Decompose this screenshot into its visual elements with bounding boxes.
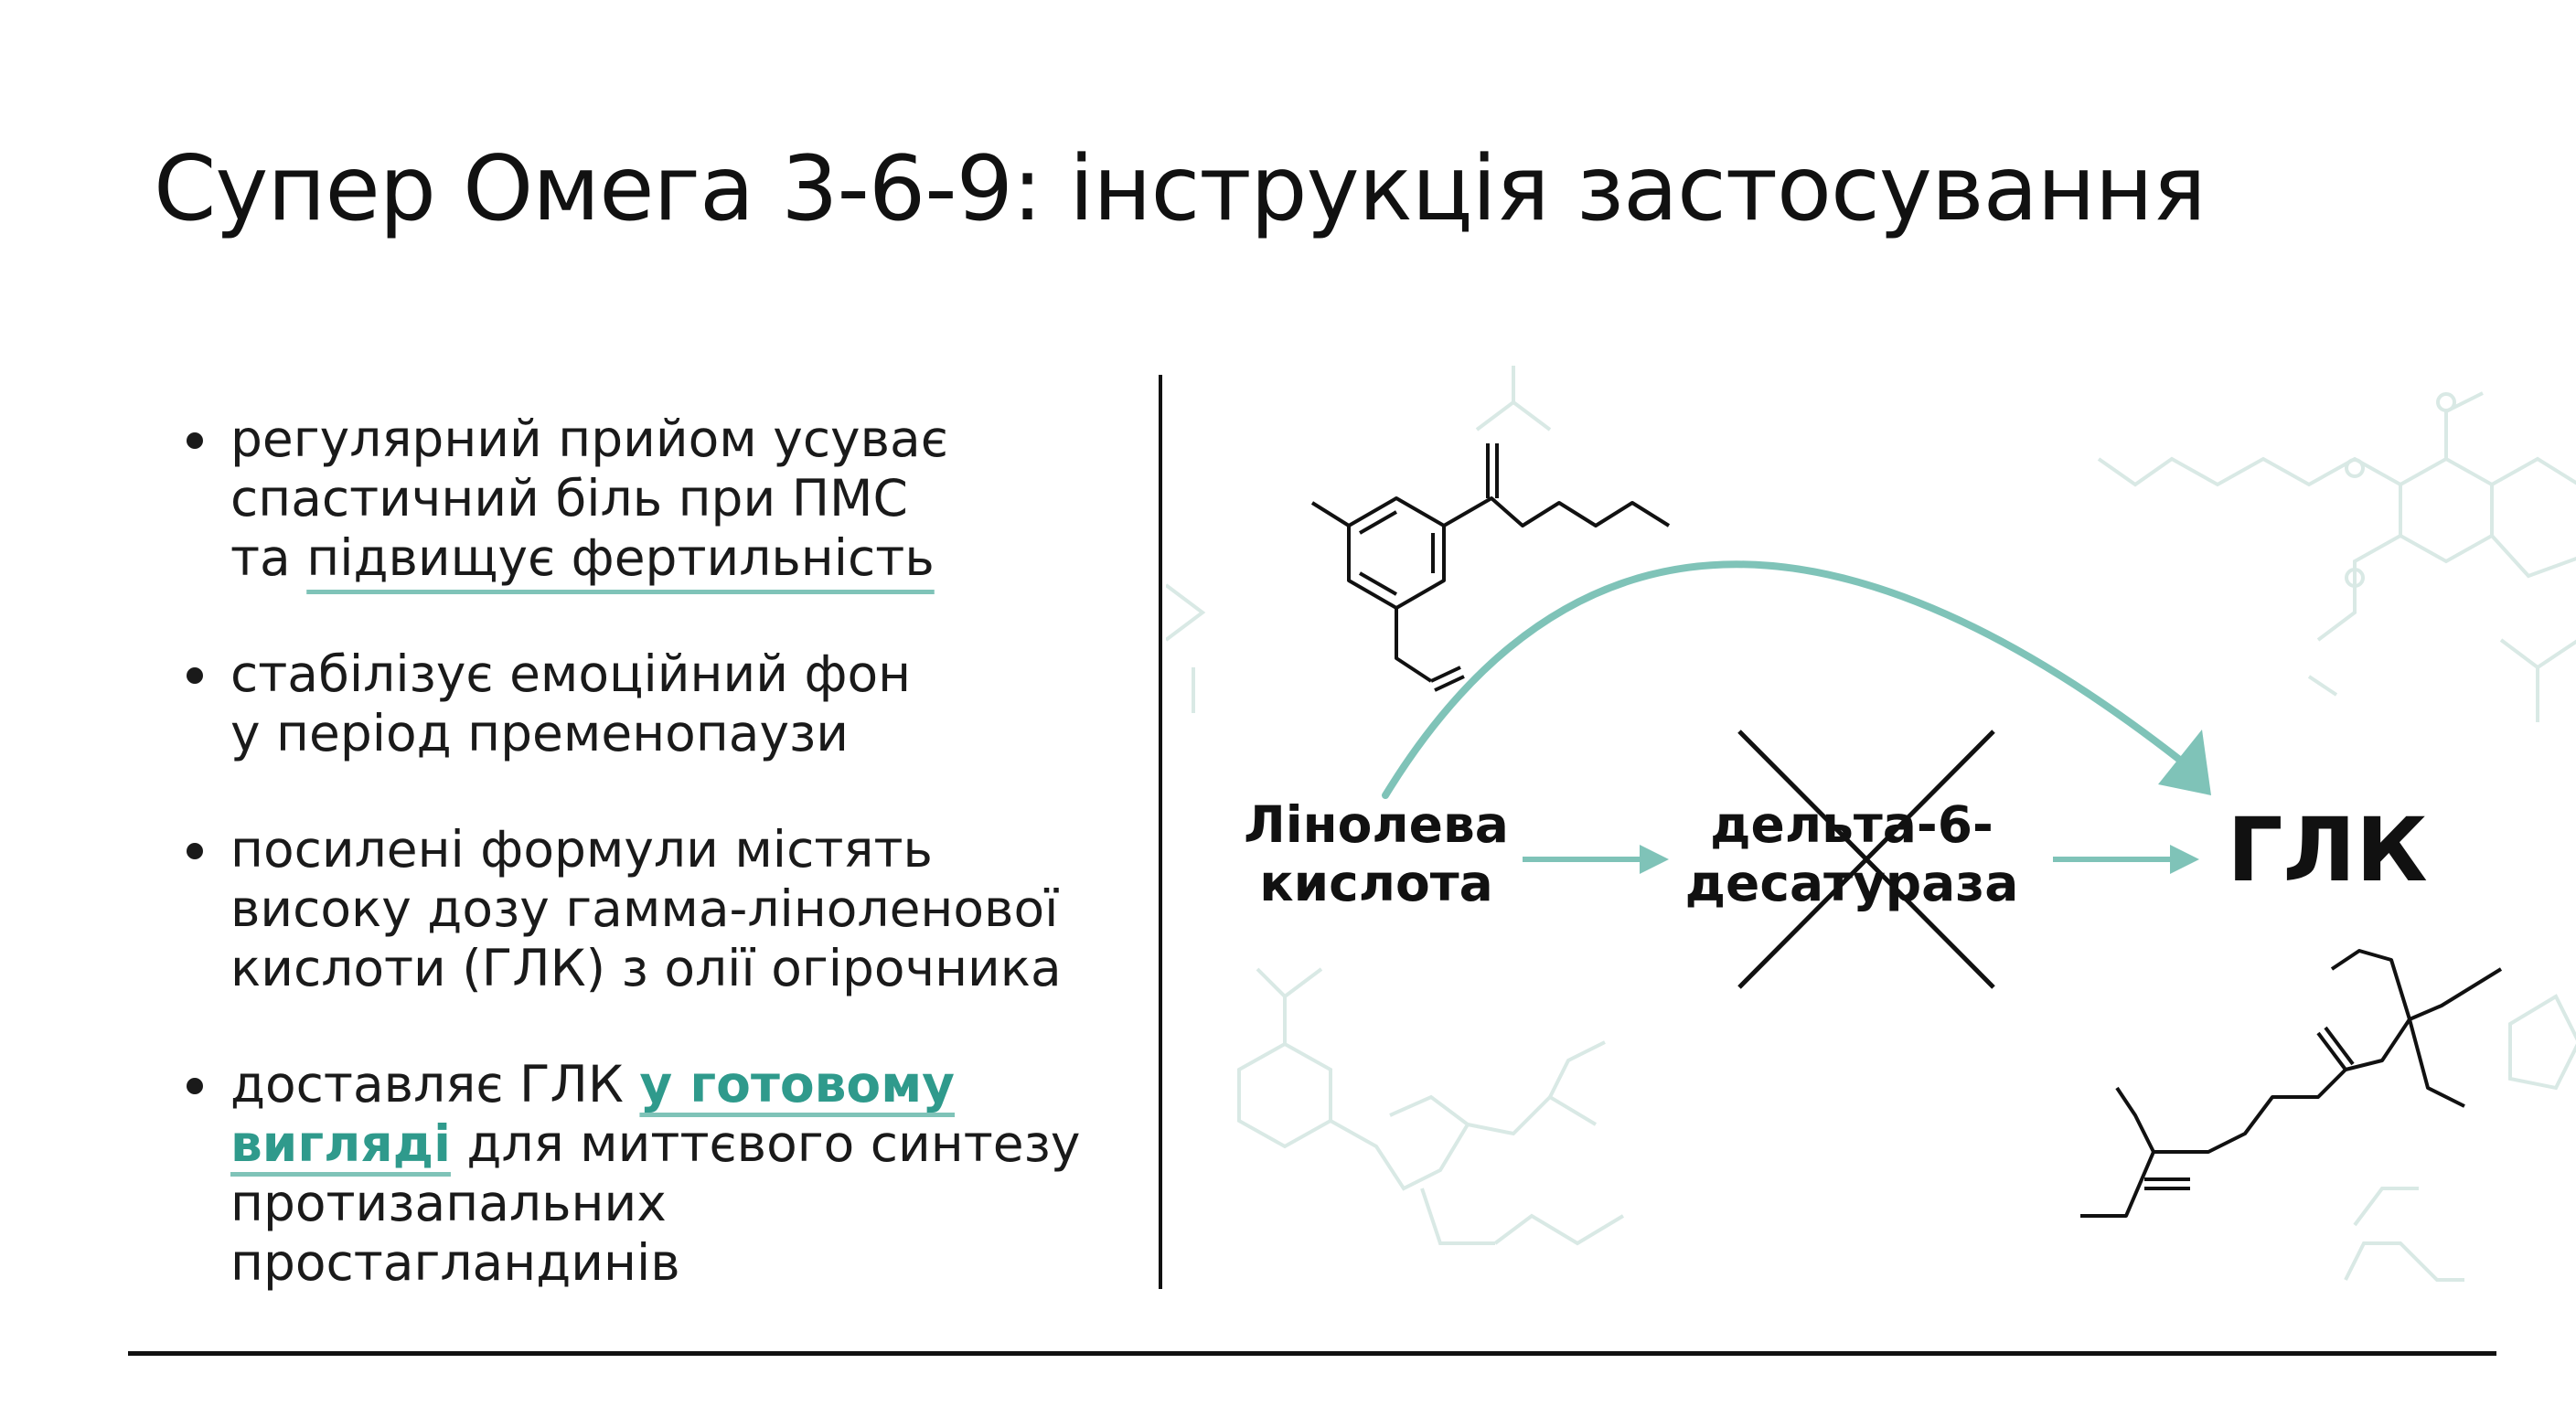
background-molecules-icon xyxy=(1166,366,2576,1282)
bullet-line: посилені формули містять xyxy=(230,820,933,879)
enzyme-line-2: десатураза xyxy=(1684,854,2019,912)
accent-phrase: вигляді xyxy=(230,1114,451,1173)
bullet-line: спастичний біль при ПМС xyxy=(230,469,908,527)
column-divider xyxy=(1159,375,1162,1289)
bullet-item-2: стабілізує емоційний фон у період премен… xyxy=(183,645,1116,763)
source-node-label: Лінолева кислота xyxy=(1230,795,1523,912)
bullet-item-1: регулярний прийом усуває спастичний біль… xyxy=(183,410,1116,588)
enzyme-line-1: дельта-6- xyxy=(1710,795,1993,854)
molecule-structure-icon xyxy=(1310,443,1671,692)
bullet-dot-icon xyxy=(187,432,203,449)
bullet-line: та підвищує фертильність xyxy=(230,528,1116,588)
bullet-line: стабілізує емоційний фон xyxy=(230,645,912,703)
bullet-dot-icon xyxy=(187,667,203,684)
source-line-2: кислота xyxy=(1259,854,1493,912)
bullet-line: у період пременопаузи xyxy=(230,704,850,762)
underlined-phrase: підвищує фертильність xyxy=(306,528,935,587)
bullet-text: для миттєвого синтезу xyxy=(450,1114,1081,1173)
bullet-text: та xyxy=(230,528,307,587)
bullet-line: протизапальних xyxy=(230,1174,667,1232)
bullet-line: високу дозу гамма-ліноленової xyxy=(230,879,1059,938)
bullet-dot-icon xyxy=(187,843,203,859)
bullet-line: регулярний прийом усуває xyxy=(230,410,948,468)
bullet-line: простагландинів xyxy=(230,1233,680,1292)
benefits-list: регулярний прийом усуває спастичний біль… xyxy=(183,410,1116,1349)
bullet-line: вигляді для миттєвого синтезу xyxy=(230,1114,1116,1174)
accent-phrase: у готовому xyxy=(639,1055,956,1113)
source-line-1: Лінолева xyxy=(1244,795,1509,854)
bullet-line: доставляє ГЛК у готовому xyxy=(230,1055,1116,1114)
conversion-diagram: Лінолева кислота дельта-6- десатураза ГЛ… xyxy=(1166,366,2576,1316)
molecule-structure-icon xyxy=(2080,949,2503,1218)
bullet-dot-icon xyxy=(187,1078,203,1094)
bypass-arrowhead-icon xyxy=(2158,730,2211,795)
slide-title: Супер Омега 3-6-9: інструкція застосуван… xyxy=(154,137,2207,241)
bottom-rule xyxy=(128,1351,2496,1356)
bullet-line: кислоти (ГЛК) з олії огірочника xyxy=(230,939,1062,997)
bullet-item-4: доставляє ГЛК у готовому вигляді для мит… xyxy=(183,1055,1116,1293)
diagram-graphics xyxy=(1166,366,2576,1282)
bypass-arrow-icon xyxy=(1382,560,2194,799)
bullet-item-3: посилені формули містять високу дозу гам… xyxy=(183,820,1116,998)
product-node-label: ГЛК xyxy=(2227,799,2428,901)
bullet-text: доставляє ГЛК xyxy=(230,1055,640,1113)
enzyme-node-label: дельта-6- десатураза xyxy=(1678,795,2026,912)
